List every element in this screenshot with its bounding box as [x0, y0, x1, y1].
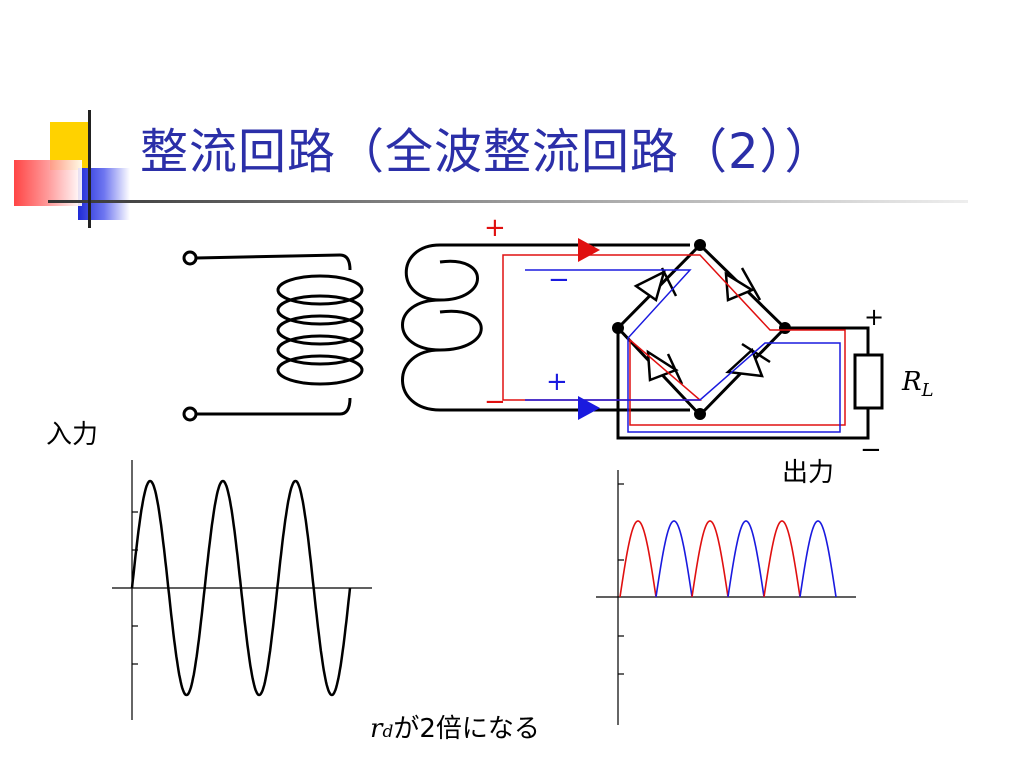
rectified-half-wave	[691, 520, 729, 598]
slide-title: 整流回路（全波整流回路（2））	[140, 124, 834, 180]
current-paths	[502, 254, 846, 433]
arrow-blue	[578, 396, 600, 420]
blue-block	[78, 168, 130, 220]
sign-plus-bottom: +	[546, 367, 568, 397]
title-underline	[48, 200, 968, 203]
diode-top-left	[633, 269, 666, 303]
output-chart-axes	[596, 470, 856, 725]
input-label: 入力	[46, 420, 99, 450]
output-plus: +	[864, 303, 884, 331]
secondary-coil	[401, 243, 690, 412]
output-rectified-waves	[619, 520, 837, 598]
sign-minus-top: −	[548, 265, 570, 295]
input-sine-wave	[130, 479, 352, 697]
rectified-half-wave	[619, 520, 657, 598]
sign-minus-bottom: −	[484, 387, 506, 417]
output-minus: −	[860, 435, 882, 465]
diodes	[633, 267, 771, 385]
rectified-half-wave	[799, 520, 837, 598]
red-block	[14, 160, 82, 206]
node-bottom	[694, 408, 706, 420]
primary-coil	[276, 274, 364, 386]
note-symbol: r	[370, 714, 383, 744]
diode-bottom-left	[646, 349, 679, 382]
node-right	[779, 322, 791, 334]
note-subscript: d	[382, 722, 394, 742]
diode-top-right	[724, 271, 755, 302]
note-text-row: rdが2倍になる	[370, 708, 540, 745]
input-terminal-bottom	[182, 406, 198, 422]
node-left	[612, 322, 624, 334]
vertical-rule	[88, 110, 91, 228]
rectified-half-wave	[655, 520, 693, 598]
arrow-red	[578, 238, 600, 262]
rectified-half-wave	[727, 520, 765, 598]
input-terminal-top	[182, 250, 198, 266]
diode-bottom-right	[725, 347, 764, 378]
load-label: RL	[901, 367, 934, 401]
note-text: が2倍になる	[393, 714, 540, 744]
sign-plus-top: +	[484, 213, 506, 243]
output-label: 出力	[782, 458, 835, 488]
node-top	[694, 239, 706, 251]
load-resistor	[853, 353, 884, 410]
rectified-half-wave	[763, 520, 801, 598]
